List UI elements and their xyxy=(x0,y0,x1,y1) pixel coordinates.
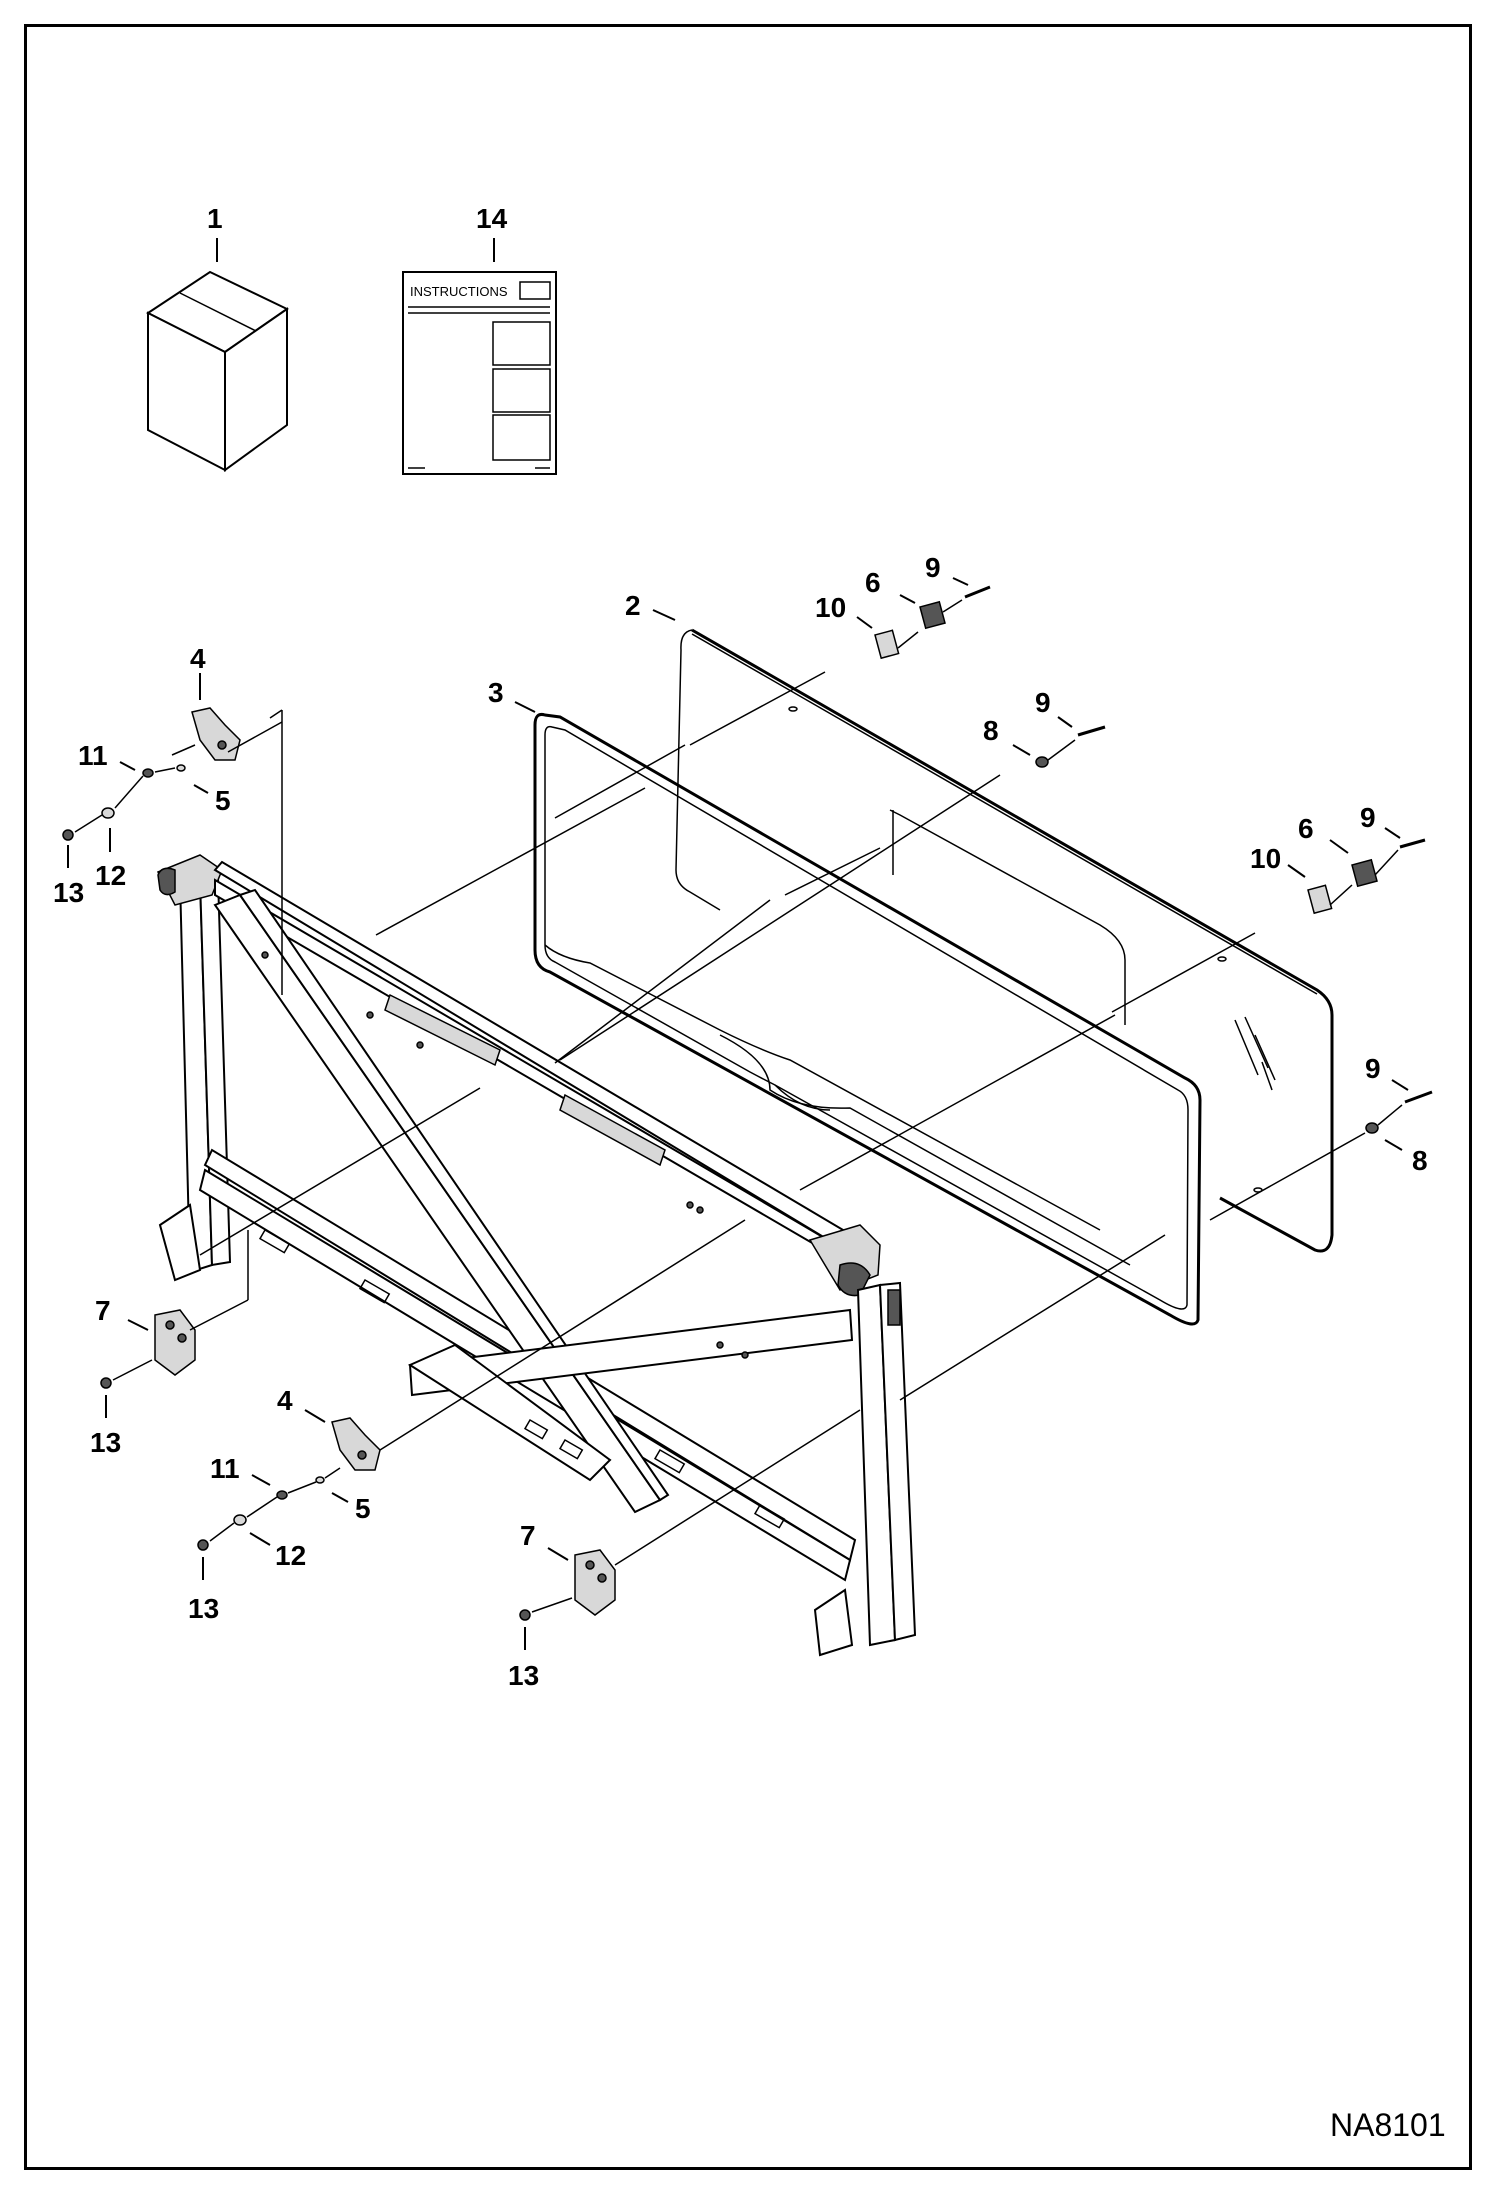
bracket-6-upper xyxy=(919,600,946,630)
bolt-9-lower xyxy=(1404,1090,1433,1104)
gasket-seal-part xyxy=(533,713,1202,1326)
leader-9-lower xyxy=(1391,1079,1409,1091)
assembly-lines xyxy=(74,599,1403,1613)
washer-11-upper xyxy=(142,768,154,778)
leader-9-right xyxy=(1384,827,1401,839)
bolt-9-right xyxy=(1399,838,1426,849)
leader-6-upper xyxy=(899,594,916,604)
callout-6-upper: 6 xyxy=(865,567,881,598)
leader-5-lower xyxy=(331,1492,349,1503)
callout-10-right: 10 xyxy=(1250,843,1281,874)
leader-12-lower xyxy=(249,1532,271,1546)
callout-5-lower: 5 xyxy=(355,1493,371,1524)
nut-13-lower xyxy=(197,1539,209,1551)
callout-9-lower: 9 xyxy=(1365,1053,1381,1084)
nut-13-upper xyxy=(62,829,74,841)
spacer-10-right xyxy=(1307,884,1333,915)
callout-13-right: 13 xyxy=(508,1660,539,1691)
leader-7-right xyxy=(547,1547,569,1561)
callout-8-lower: 8 xyxy=(1412,1145,1428,1176)
callout-13-lower: 13 xyxy=(188,1593,219,1624)
pin-5-lower xyxy=(315,1476,325,1484)
washer-12-lower xyxy=(233,1514,247,1526)
bolt-9-upper xyxy=(964,585,991,599)
leader-3 xyxy=(514,701,536,713)
callout-12-upper: 12 xyxy=(95,860,126,891)
callout-12-lower: 12 xyxy=(275,1540,306,1571)
nut-13-right xyxy=(519,1609,531,1621)
spacer-10-upper xyxy=(874,629,900,660)
callout-11-upper: 11 xyxy=(78,740,108,771)
callout-14: 14 xyxy=(476,203,508,234)
leader-9-mid xyxy=(1057,716,1073,728)
drawing-reference-code: NA8101 xyxy=(1330,2107,1446,2143)
bracket-7-left xyxy=(154,1309,196,1376)
bracket-4-lower xyxy=(331,1417,381,1471)
callout-11-lower: 11 xyxy=(210,1453,240,1484)
callout-8-upper: 8 xyxy=(983,715,999,746)
leader-8-lower xyxy=(1384,1139,1403,1151)
callout-5-upper: 5 xyxy=(215,785,231,816)
callout-1: 1 xyxy=(207,203,223,234)
pin-5-upper xyxy=(176,764,186,772)
leader-10-right xyxy=(1287,864,1306,878)
callout-9-mid: 9 xyxy=(1035,687,1051,718)
callout-13-left: 13 xyxy=(90,1427,121,1458)
callout-9-right: 9 xyxy=(1360,802,1376,833)
leader-7-left xyxy=(127,1319,149,1331)
leader-10-upper xyxy=(856,616,873,629)
callout-13-upper: 13 xyxy=(53,877,84,908)
leader-6-right xyxy=(1329,839,1349,854)
leader-5-upper xyxy=(193,784,209,794)
leader-2 xyxy=(652,609,676,621)
washer-11-lower xyxy=(276,1490,288,1500)
bracket-7-right xyxy=(574,1549,616,1616)
callout-3: 3 xyxy=(488,677,504,708)
instruction-sheet-part xyxy=(402,271,557,475)
callout-4-lower: 4 xyxy=(277,1385,293,1416)
callout-7-left: 7 xyxy=(95,1295,111,1326)
cab-frame-part xyxy=(156,854,917,1657)
callout-7-right: 7 xyxy=(520,1520,536,1551)
callout-2: 2 xyxy=(625,590,641,621)
instructions-title: INSTRUCTIONS xyxy=(410,284,508,299)
box-kit-part xyxy=(146,270,289,472)
glass-pane-part xyxy=(675,628,1334,1253)
callout-10-upper: 10 xyxy=(815,592,846,623)
leader-11-upper xyxy=(119,761,136,771)
callout-9-upper: 9 xyxy=(925,552,941,583)
leader-11-lower xyxy=(251,1474,271,1486)
leader-8-upper xyxy=(1012,744,1031,756)
washer-12-upper xyxy=(101,807,115,819)
leader-4-lower xyxy=(304,1409,326,1423)
nut-13-left xyxy=(100,1377,112,1389)
washer-8-lower xyxy=(1365,1122,1379,1134)
washer-8-upper xyxy=(1035,756,1049,768)
bolt-9-mid xyxy=(1077,725,1106,737)
callout-6-right: 6 xyxy=(1298,813,1314,844)
bracket-4-upper xyxy=(191,707,241,761)
leader-9-upper xyxy=(952,577,969,586)
bracket-6-right xyxy=(1351,858,1378,888)
callout-4-upper: 4 xyxy=(190,643,206,674)
